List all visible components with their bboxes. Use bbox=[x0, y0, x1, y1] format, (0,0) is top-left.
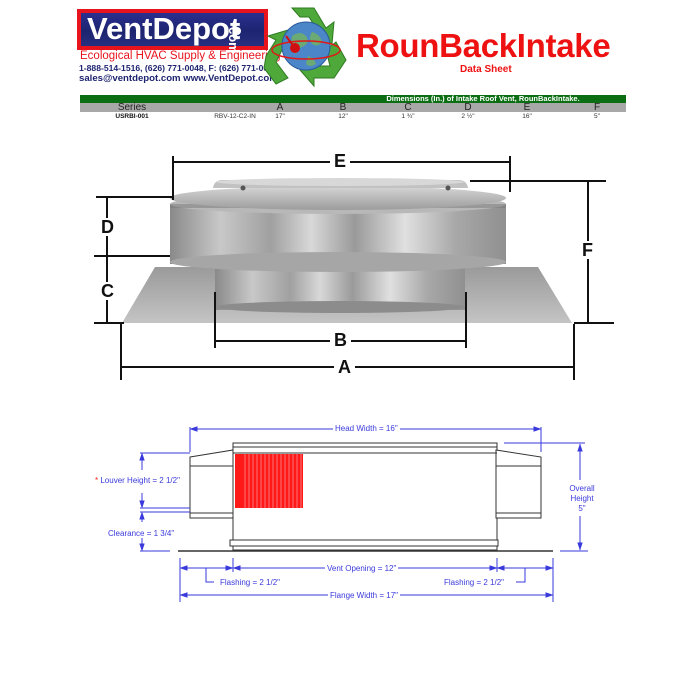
label-e: E bbox=[330, 152, 351, 170]
louver-height-label: * Louver Height = 2 1/2" bbox=[93, 476, 182, 485]
overall-height-value: 5" bbox=[578, 504, 586, 513]
label-c: C bbox=[97, 282, 118, 300]
vent-opening-label: Vent Opening = 12" bbox=[325, 564, 399, 573]
clearance-label: Clearance = 1 3/4" bbox=[106, 529, 177, 538]
page-subtitle: Data Sheet bbox=[460, 64, 512, 75]
flange-width-label: Flange Width = 17" bbox=[328, 591, 400, 600]
flashing-left-label: Flashing = 2 1/2" bbox=[218, 578, 282, 587]
cell-f: 5" bbox=[594, 113, 600, 120]
logo-brand-name: VentDepot bbox=[87, 11, 241, 46]
overall-height-line2: Height bbox=[570, 494, 594, 503]
logo-dot bbox=[233, 27, 241, 35]
cell-series: USRBI-001 bbox=[115, 113, 149, 120]
cell-e: 16" bbox=[522, 113, 532, 120]
cell-c: 1 ¾" bbox=[401, 113, 415, 120]
col-header-d: D bbox=[464, 102, 472, 113]
col-header-b: B bbox=[339, 102, 347, 113]
cell-d: 2 ½" bbox=[461, 113, 475, 120]
louver-height-text: Louver Height = 2 1/2" bbox=[100, 476, 180, 485]
col-header-a: A bbox=[276, 102, 284, 113]
table-header-row: Series A B C D E F bbox=[80, 102, 626, 113]
col-header-series: Series bbox=[117, 102, 147, 113]
col-header-c: C bbox=[404, 102, 412, 113]
label-d: D bbox=[97, 218, 118, 236]
vent-photo bbox=[122, 178, 572, 323]
table-caption: Dimensions (In.) of Intake Roof Vent, Ro… bbox=[386, 94, 580, 103]
table-caption-bar: Dimensions (In.) of Intake Roof Vent, Ro… bbox=[80, 95, 626, 103]
label-f: F bbox=[578, 241, 597, 259]
overall-height-label: Overall Height 5" bbox=[565, 484, 599, 514]
ventdepot-logo: VentDepot com bbox=[77, 9, 268, 54]
brand-contact: sales@ventdepot.com www.VentDepot.com bbox=[79, 73, 278, 84]
logo-banner: VentDepot com bbox=[81, 11, 264, 54]
overall-height-line1: Overall bbox=[569, 484, 595, 493]
label-a: A bbox=[334, 358, 355, 376]
brand-tagline: Ecological HVAC Supply & Engineering bbox=[80, 50, 281, 62]
louver-asterisk: * bbox=[95, 476, 99, 485]
col-header-e: E bbox=[523, 102, 531, 113]
head-width-label: Head Width = 16" bbox=[333, 424, 400, 433]
recycle-globe-icon bbox=[263, 7, 347, 88]
cell-b: 12" bbox=[338, 113, 348, 120]
cell-model: RBV-12-C2-IN bbox=[214, 113, 256, 120]
col-header-f: F bbox=[593, 102, 601, 113]
flashing-right-label: Flashing = 2 1/2" bbox=[442, 578, 506, 587]
label-b: B bbox=[330, 331, 351, 349]
brand-phones: 1-888-514-1516, (626) 771-0048, F: (626)… bbox=[79, 63, 278, 73]
page-title: RounBackIntake bbox=[356, 27, 611, 64]
vent-technical-drawing bbox=[139, 426, 588, 602]
cell-a: 17" bbox=[275, 113, 285, 120]
